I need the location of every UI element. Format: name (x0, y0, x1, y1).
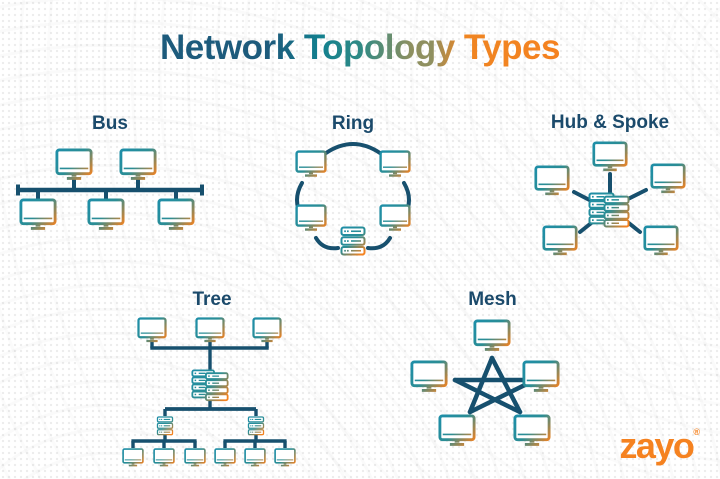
monitor-icon (650, 163, 686, 194)
monitor-icon (214, 448, 236, 467)
monitor-icon (643, 225, 679, 256)
server-stack-icon (191, 369, 229, 402)
monitor-icon (379, 150, 411, 177)
hub-and-spoke-label: Hub & Spoke (550, 112, 670, 133)
monitor-icon (157, 198, 195, 230)
monitor-icon (534, 165, 570, 196)
server-icon (247, 416, 265, 436)
mesh-topology-diagram (410, 319, 560, 446)
zayo-logo-z: z (619, 425, 637, 466)
tree-topology-diagram (122, 317, 296, 467)
monitor-icon (244, 448, 266, 467)
bus-topology-diagram (16, 148, 204, 230)
ring-topology-diagram (295, 142, 411, 256)
monitor-icon (513, 414, 551, 446)
zayo-logo-text: ayo (635, 425, 695, 466)
monitor-icon (410, 360, 448, 392)
monitor-icon (295, 204, 327, 231)
monitor-icon (522, 360, 560, 392)
monitor-icon (184, 448, 206, 467)
monitor-icon (542, 225, 578, 256)
monitor-icon (195, 317, 225, 343)
monitor-icon (438, 414, 476, 446)
monitor-icon (252, 317, 282, 343)
registered-mark: ® (693, 427, 700, 437)
tree-label: Tree (192, 289, 232, 310)
monitor-icon (153, 448, 175, 467)
server-stack-icon (588, 192, 630, 228)
monitor-icon (122, 448, 144, 467)
monitor-icon (137, 317, 167, 343)
bus-label: Bus (92, 113, 128, 134)
monitor-icon (592, 141, 628, 172)
monitor-icon (87, 198, 125, 230)
zayo-logo: zayo® (619, 428, 700, 464)
monitor-icon (19, 198, 57, 230)
monitor-icon (55, 148, 93, 180)
monitor-icon (295, 150, 327, 177)
server-icon (340, 226, 366, 256)
monitor-icon (274, 448, 296, 467)
page-title: Network Topology Types (160, 28, 560, 67)
monitor-icon (379, 204, 411, 231)
ring-label: Ring (331, 113, 375, 134)
monitor-icon (473, 319, 511, 351)
server-icon (156, 416, 174, 436)
monitor-icon (119, 148, 157, 180)
hub-and-spoke-topology-diagram (534, 141, 686, 256)
mesh-label: Mesh (468, 289, 517, 310)
